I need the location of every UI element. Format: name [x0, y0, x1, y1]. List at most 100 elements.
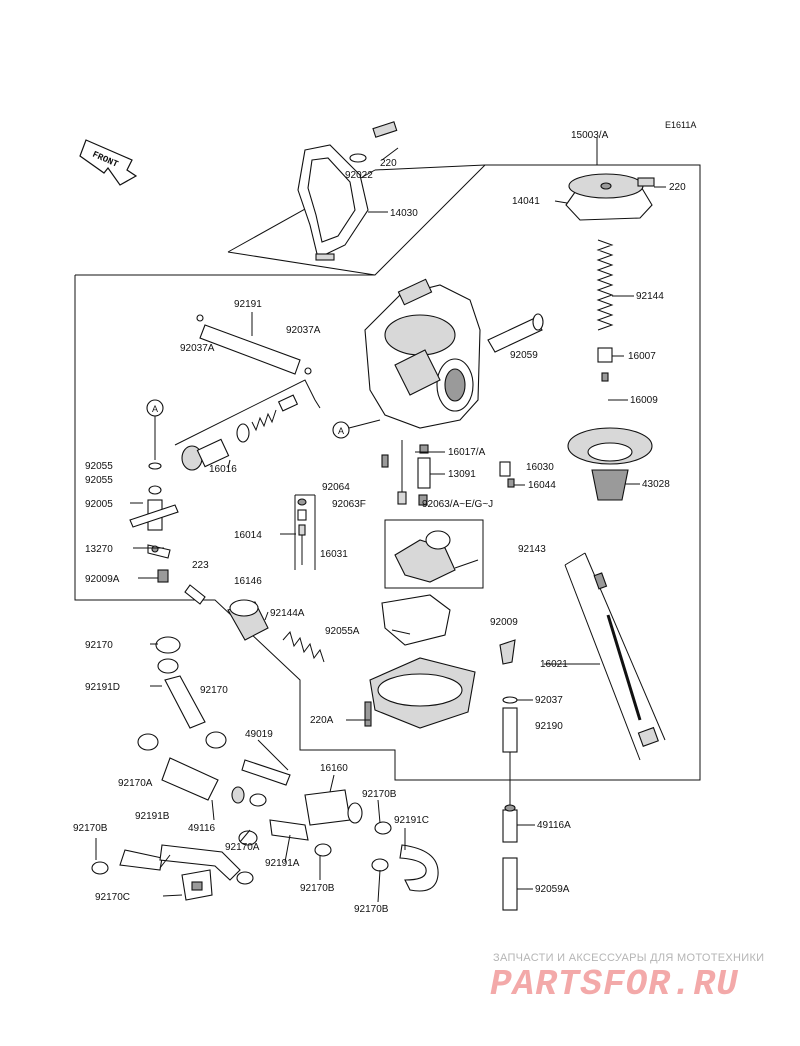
label-16014: 16014 — [234, 530, 262, 541]
label-92005: 92005 — [85, 499, 113, 510]
label-220a: 220A — [310, 715, 334, 726]
spring-92144a — [282, 630, 325, 663]
carburetor-body — [364, 278, 481, 429]
label-220-top: 220 — [380, 158, 397, 169]
tube-92059 — [487, 313, 544, 353]
fitting-92005 — [129, 416, 179, 531]
label-92170a-2: 92170A — [225, 842, 260, 853]
label-92170: 92170 — [85, 640, 113, 651]
label-92170b-1: 92170B — [362, 789, 397, 800]
label-220-right: 220 — [669, 182, 686, 193]
part-labels: 15003/A 220 92022 14030 220 14041 92191 … — [73, 130, 686, 915]
label-92055a: 92055A — [325, 626, 360, 637]
label-92170b-2: 92170B — [73, 823, 108, 834]
label-49019: 49019 — [245, 729, 273, 740]
clip-92170b — [249, 793, 392, 872]
float-bowl — [369, 594, 476, 729]
label-14041: 14041 — [512, 196, 540, 207]
valve-16146 — [227, 599, 269, 641]
label-92055-b: 92055 — [85, 475, 113, 486]
spring-92144 — [596, 239, 614, 331]
label-92191d: 92191D — [85, 682, 120, 693]
label-13270: 13270 — [85, 544, 113, 555]
label-92170-b: 92170 — [200, 685, 228, 696]
label-92063f: 92063F — [332, 499, 366, 510]
leader-lines — [95, 138, 666, 903]
front-arrow-icon: FRONT — [79, 139, 138, 186]
inset-detail — [384, 519, 484, 589]
diaphragm-piston-43028 — [567, 427, 653, 501]
svg-text:A: A — [152, 404, 158, 414]
label-92170b-3: 92170B — [300, 883, 335, 894]
label-92064: 92064 — [322, 482, 350, 493]
label-92170a-1: 92170A — [118, 778, 153, 789]
needle-parts-16014 — [294, 494, 316, 570]
label-16030: 16030 — [526, 462, 554, 473]
hose-92170 — [155, 636, 206, 729]
label-92143: 92143 — [518, 544, 546, 555]
label-49116: 49116 — [188, 823, 216, 834]
label-92144: 92144 — [636, 291, 664, 302]
label-16016: 16016 — [209, 464, 237, 475]
watermark-caption: ЗАПЧАСТИ И АКСЕССУАРЫ ДЛЯ МОТОТЕХНИКИ — [493, 952, 764, 964]
clamp-13270 — [147, 544, 171, 559]
label-16021: 16021 — [540, 659, 568, 670]
fuel-filter-49116 — [161, 757, 245, 804]
label-92009: 92009 — [490, 617, 518, 628]
fuel-pump-49019 — [241, 759, 291, 786]
label-16044: 16044 — [528, 480, 556, 491]
label-16017a: 16017/A — [448, 447, 486, 458]
needle-jet-16021 — [564, 552, 666, 761]
label-92144a: 92144A — [270, 608, 305, 619]
label-92170b-4: 92170B — [354, 904, 389, 915]
tube-stack-92190 — [502, 696, 518, 911]
clip-92170a — [137, 731, 227, 751]
label-92191a: 92191A — [265, 858, 300, 869]
label-13091: 13091 — [448, 469, 476, 480]
top-cover-14030 — [297, 121, 398, 261]
bracket-92170c — [181, 869, 213, 901]
jet-92009 — [499, 639, 516, 665]
watermark-brand: PARTSFOR.RU — [490, 964, 739, 1005]
label-16007: 16007 — [628, 351, 656, 362]
label-92170c: 92170C — [95, 892, 130, 903]
hose-92191c — [399, 844, 439, 892]
fuel-valve-16160 — [304, 789, 363, 826]
label-92059: 92059 — [510, 350, 538, 361]
screw-223 — [184, 584, 206, 605]
label-92055-a: 92055 — [85, 461, 113, 472]
label-92037a-right: 92037A — [286, 325, 321, 336]
label-92022: 92022 — [345, 170, 373, 181]
top-cap-14041 — [565, 173, 655, 221]
svg-text:A: A — [338, 426, 344, 436]
label-92191b: 92191B — [135, 811, 170, 822]
label-49116a: 49116A — [537, 820, 571, 831]
label-92191c: 92191C — [394, 815, 429, 826]
label-92063-range: 92063/A~E/G~J — [422, 499, 493, 510]
label-92191: 92191 — [234, 299, 262, 310]
hose-92191b — [91, 844, 254, 885]
label-16031: 16031 — [320, 549, 348, 560]
label-92059a: 92059A — [535, 884, 570, 895]
label-92190: 92190 — [535, 721, 563, 732]
reference-mark-a: A A — [146, 399, 381, 439]
needle-retainer-16007 — [597, 347, 613, 382]
jets-16017 — [381, 440, 515, 506]
label-16160: 16160 — [320, 763, 348, 774]
hose-92191a — [238, 819, 309, 846]
label-92009a: 92009A — [85, 574, 120, 585]
label-92037a-left: 92037A — [180, 343, 215, 354]
hose-92191 — [196, 314, 312, 375]
label-92037: 92037 — [535, 695, 563, 706]
watermark: ЗАПЧАСТИ И АКСЕССУАРЫ ДЛЯ МОТОТЕХНИКИ PA… — [490, 952, 764, 1005]
screw-220a — [364, 701, 372, 727]
screw-92009a — [157, 569, 169, 583]
diagram-code: E1611A — [665, 120, 696, 130]
label-16146: 16146 — [234, 576, 262, 587]
label-14030: 14030 — [390, 208, 418, 219]
label-15003a: 15003/A — [571, 130, 609, 141]
pilot-screw-16016 — [174, 379, 321, 471]
label-16009: 16009 — [630, 395, 658, 406]
label-223: 223 — [192, 560, 209, 571]
